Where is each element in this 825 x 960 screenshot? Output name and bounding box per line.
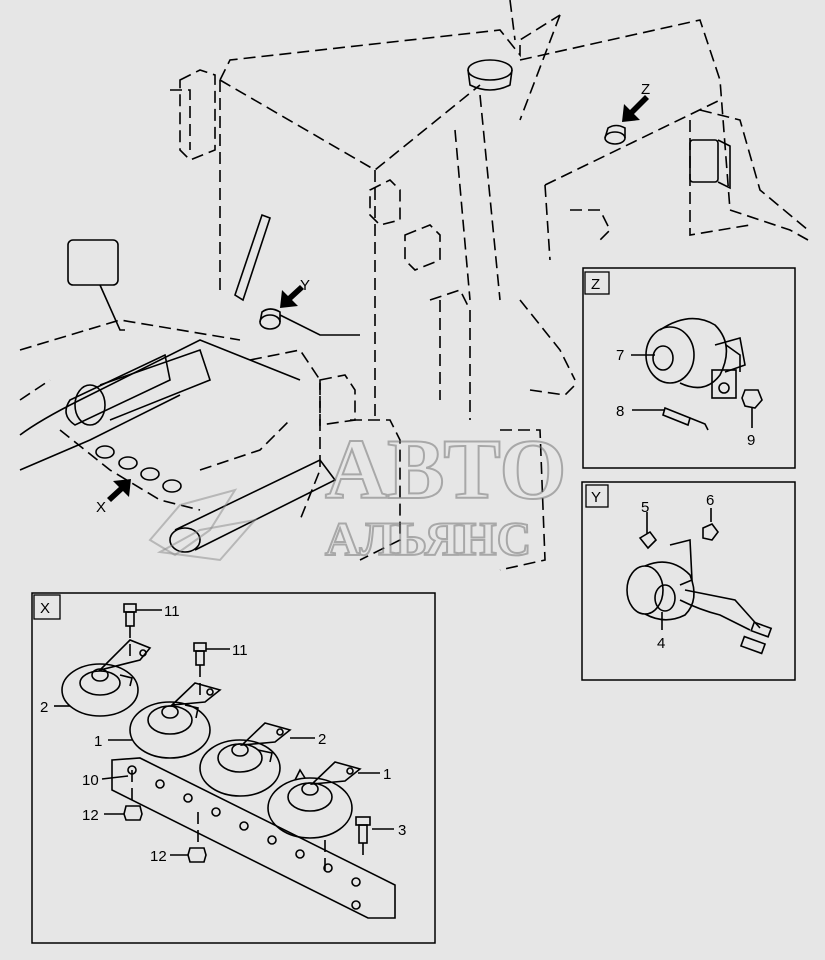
callout-7: 7	[616, 347, 624, 364]
watermark-line-2: АЛЬЯНС	[325, 513, 531, 566]
watermark: АВТО АЛЬЯНС	[148, 420, 567, 567]
callout-11a: 11	[164, 603, 180, 620]
panel-z: Z 7 8 9	[582, 267, 796, 469]
view-marker-z: Z	[641, 81, 650, 98]
callout-6: 6	[706, 492, 714, 509]
callout-9: 9	[747, 432, 755, 449]
mounting-plate	[111, 757, 396, 919]
callout-5: 5	[641, 499, 649, 516]
panel-y-label: Y	[591, 489, 601, 506]
view-marker-x: X	[96, 499, 106, 516]
horn-3	[199, 722, 292, 797]
horn-y-drawing	[626, 523, 773, 655]
callout-11b: 11	[232, 642, 248, 659]
callout-12b: 12	[150, 848, 167, 865]
callout-1a: 1	[94, 733, 102, 750]
panel-z-label: Z	[591, 276, 600, 293]
panel-y: Y 5 6 4	[581, 481, 796, 681]
callout-8: 8	[616, 403, 624, 420]
callout-2b: 2	[318, 731, 326, 748]
machine-outline	[19, 0, 809, 571]
horn-1	[61, 639, 152, 717]
panel-x-label: X	[40, 600, 50, 617]
callout-2a: 2	[40, 699, 48, 716]
view-arrow-y: Y	[280, 277, 310, 308]
callout-12a: 12	[82, 807, 99, 824]
view-arrow-z: Z	[622, 81, 650, 122]
callout-3: 3	[398, 822, 406, 839]
callout-1b: 1	[383, 766, 391, 783]
panel-x: X	[31, 592, 436, 944]
callout-4: 4	[657, 635, 665, 652]
callout-10: 10	[82, 772, 99, 789]
watermark-line-1: АВТО	[325, 421, 566, 517]
view-arrow-x: X	[96, 479, 131, 516]
view-marker-y: Y	[300, 277, 310, 294]
horn-2	[129, 682, 222, 759]
horn-4	[267, 761, 362, 839]
